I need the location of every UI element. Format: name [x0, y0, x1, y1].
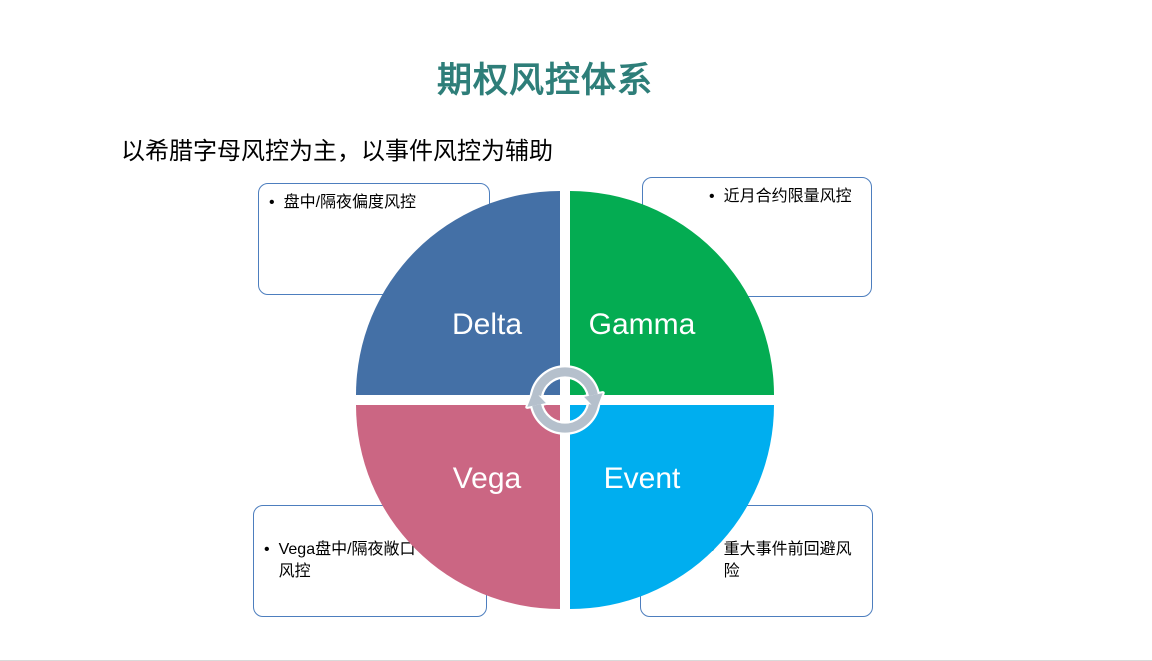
bullet-icon: •	[709, 188, 715, 205]
page-title: 期权风控体系	[436, 61, 653, 100]
quadrant-delta-label: Delta	[451, 308, 523, 341]
callout-delta-item: • 盘中/隔夜偏度风控	[269, 192, 479, 214]
callout-vega-item: • Vega盘中/隔夜敞口 风控	[264, 539, 476, 583]
callout-vega-text: Vega盘中/隔夜敞口 风控	[278, 541, 416, 581]
bullet-icon: •	[264, 541, 270, 558]
callout-event-item: • 重大事件前回避风 险	[709, 539, 864, 583]
callout-gamma-item: • 近月合约限量风控	[709, 186, 863, 208]
bullet-icon: •	[269, 194, 275, 211]
callout-delta-text: 盘中/隔夜偏度风控	[283, 194, 417, 211]
callout-gamma-text: 近月合约限量风控	[723, 188, 852, 205]
callout-event-text: 重大事件前回避风 险	[723, 541, 852, 581]
quadrant-vega-label: Vega	[452, 462, 522, 495]
quadrant-gamma-label: Gamma	[588, 308, 696, 341]
slide-subtitle: 以希腊字母风控为主，以事件风控为辅助	[121, 138, 553, 165]
quadrant-event-label: Event	[603, 462, 681, 495]
cycle-arrows-icon	[525, 365, 605, 435]
